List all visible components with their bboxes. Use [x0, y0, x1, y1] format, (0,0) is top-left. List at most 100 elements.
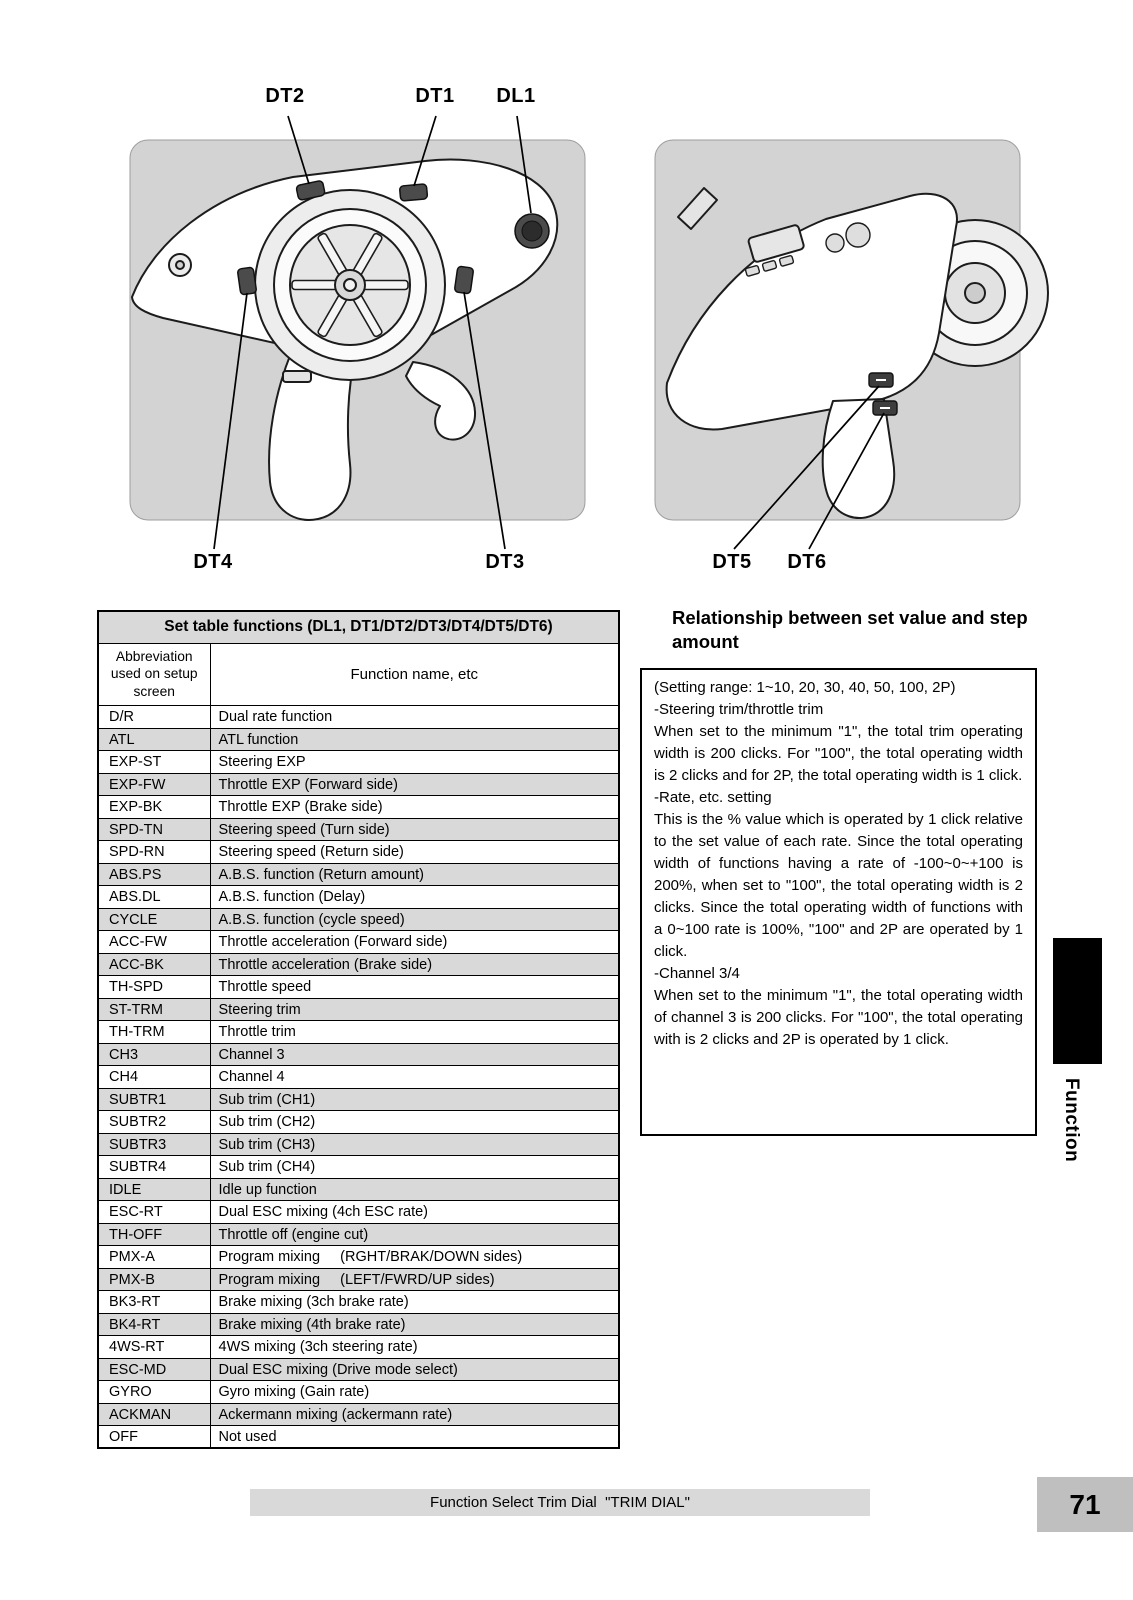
function-name-cell: ATL function — [209, 727, 620, 752]
function-name-cell: Steering speed (Return side) — [209, 840, 620, 864]
abbreviation-cell: 4WS-RT — [97, 1335, 211, 1359]
set-table-functions: Set table functions (DL1, DT1/DT2/DT3/DT… — [97, 610, 620, 1450]
switch-highlights — [876, 379, 890, 409]
lcd-display — [747, 224, 805, 263]
function-name-cell: Brake mixing (3ch brake rate) — [209, 1290, 620, 1314]
function-name-cell: Throttle trim — [209, 1020, 620, 1044]
footer-caption: Function Select Trim Dial "TRIM DIAL" — [250, 1489, 870, 1516]
function-name-cell: Throttle acceleration (Brake side) — [209, 952, 620, 977]
abbreviation-cell: TH-TRM — [97, 1020, 211, 1044]
function-name-cell: Sub trim (CH3) — [209, 1132, 620, 1157]
abbreviation-column-header: Abbreviation used on setup screen — [97, 642, 211, 707]
function-name-cell: 4WS mixing (3ch steering rate) — [209, 1335, 620, 1359]
abbreviation-cell: ESC-RT — [97, 1200, 211, 1224]
abbreviation-cell: PMX-A — [97, 1245, 211, 1269]
function-name-cell: Channel 3 — [209, 1042, 620, 1067]
function-name-cell: Dual ESC mixing (Drive mode select) — [209, 1357, 620, 1382]
function-name-cell: Brake mixing (4th brake rate) — [209, 1312, 620, 1337]
info-subheading: -Rate, etc. setting — [654, 789, 772, 806]
label-dt4: DT4 — [193, 551, 233, 573]
abbreviation-cell: ABS.PS — [97, 862, 211, 887]
label-dt3: DT3 — [485, 551, 525, 573]
label-dt6: DT6 — [787, 551, 827, 573]
info-box: (Setting range: 1~10, 20, 30, 40, 50, 10… — [640, 668, 1037, 1136]
abbreviation-cell: SUBTR4 — [97, 1155, 211, 1179]
label-dt5: DT5 — [712, 551, 752, 573]
abbreviation-cell: ABS.DL — [97, 885, 211, 909]
table-title: Set table functions (DL1, DT1/DT2/DT3/DT… — [97, 610, 620, 644]
info-subheading: -Channel 3/4 — [654, 965, 740, 982]
abbreviation-cell: CH3 — [97, 1042, 211, 1067]
function-name-cell: Idle up function — [209, 1177, 620, 1202]
power-switch — [282, 370, 312, 383]
function-name-cell: Channel 4 — [209, 1065, 620, 1089]
abbreviation-cell: SUBTR2 — [97, 1110, 211, 1134]
figure-side-view: DT5 DT6 — [650, 85, 1070, 585]
dl1-dial-center — [521, 220, 543, 242]
abbreviation-cell: SUBTR3 — [97, 1132, 211, 1157]
abbreviation-cell: ACC-FW — [97, 930, 211, 954]
info-subheading: -Steering trim/throttle trim — [654, 701, 824, 718]
front-view-illustration — [129, 115, 586, 550]
abbreviation-cell: D/R — [97, 705, 211, 729]
function-name-cell: Throttle speed — [209, 975, 620, 999]
abbreviation-cell: ACKMAN — [97, 1402, 211, 1427]
function-name-cell: Steering trim — [209, 997, 620, 1022]
info-paragraph: When set to the minimum "1", the total o… — [654, 987, 1023, 1048]
function-name-cell: A.B.S. function (Delay) — [209, 885, 620, 909]
info-heading: Relationship between set value and step … — [672, 607, 1028, 653]
function-name-cell: Not used — [209, 1425, 620, 1449]
function-name-cell: Throttle acceleration (Forward side) — [209, 930, 620, 954]
antenna — [677, 187, 718, 230]
grip — [268, 352, 355, 521]
abbreviation-cell: BK4-RT — [97, 1312, 211, 1337]
info-paragraph: When set to the minimum "1", the total t… — [654, 723, 1023, 784]
abbreviation-cell: OFF — [97, 1425, 211, 1449]
function-name-cell: Dual rate function — [209, 705, 620, 729]
function-name-cell: Throttle EXP (Forward side) — [209, 772, 620, 797]
abbreviation-cell: EXP-FW — [97, 772, 211, 797]
function-name-cell: Steering EXP — [209, 750, 620, 774]
function-name-column-header: Function name, etc — [209, 642, 620, 707]
section-tab-label: Function — [1061, 1078, 1082, 1163]
abbreviation-cell: IDLE — [97, 1177, 211, 1202]
abbreviation-cell: EXP-BK — [97, 795, 211, 819]
screw-center — [175, 260, 185, 270]
function-name-cell: Dual ESC mixing (4ch ESC rate) — [209, 1200, 620, 1224]
abbreviation-cell: BK3-RT — [97, 1290, 211, 1314]
function-name-cell: A.B.S. function (Return amount) — [209, 862, 620, 887]
abbreviation-cell: ACC-BK — [97, 952, 211, 977]
side-view-illustration — [654, 139, 1049, 550]
abbreviation-cell: PMX-B — [97, 1267, 211, 1292]
function-name-cell: Program mixing (RGHT/BRAK/DOWN sides) — [209, 1245, 620, 1269]
transmitter-body-side — [665, 192, 958, 431]
abbreviation-cell: SPD-RN — [97, 840, 211, 864]
label-dt2: DT2 — [265, 85, 305, 107]
function-name-cell: Sub trim (CH2) — [209, 1110, 620, 1134]
function-name-cell: Steering speed (Turn side) — [209, 817, 620, 842]
abbreviation-cell: ATL — [97, 727, 211, 752]
throttle-trigger — [405, 361, 477, 441]
